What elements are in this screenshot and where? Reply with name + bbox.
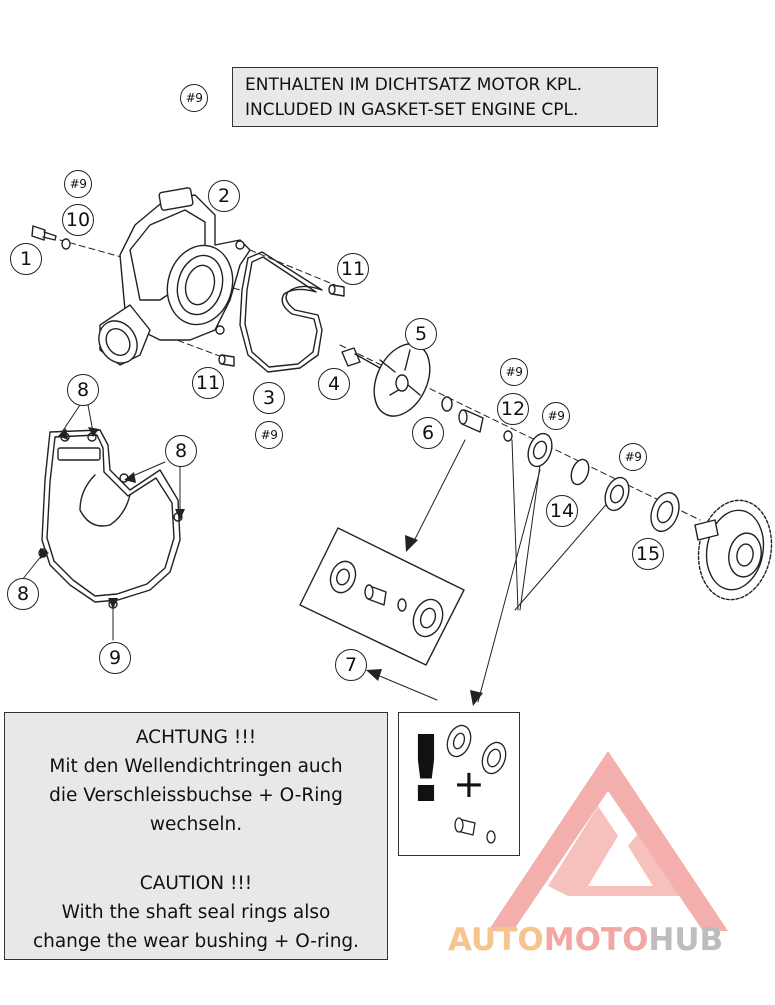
repair-kit-box — [299, 527, 465, 666]
callout-14: 14 — [546, 495, 578, 527]
callout-2: 2 — [208, 180, 240, 212]
caution-line-de-3: wechseln. — [149, 814, 243, 835]
watermark-logo — [488, 751, 728, 931]
callout-8-left: 8 — [7, 578, 39, 610]
pump-cover-part — [98, 187, 251, 366]
gasket-set-note: ENTHALTEN IM DICHTSATZ MOTOR KPL. INCLUD… — [232, 67, 658, 127]
reference-9-seal: #9 — [542, 402, 570, 430]
callout-11-lower: 11 — [192, 367, 224, 399]
caution-title-en: CAUTION !!! — [139, 873, 253, 894]
gasket-part — [239, 251, 323, 373]
callout-6: 6 — [412, 417, 444, 449]
callout-15: 15 — [632, 538, 664, 570]
caution-line-de-2: die Verschleissbuchse + O-Ring — [49, 785, 343, 806]
watermark-moto: MOTO — [543, 922, 649, 958]
exclamation-mark: ! — [405, 716, 447, 823]
screw-part — [218, 284, 345, 367]
callout-11-upper: 11 — [337, 253, 369, 285]
caution-line-en-2: change the wear bushing + O-ring. — [32, 931, 360, 952]
callout-4: 4 — [318, 368, 350, 400]
caution-title-de: ACHTUNG !!! — [135, 727, 257, 748]
bearing-part — [650, 491, 680, 533]
callout-8-top: 8 — [67, 374, 99, 406]
callout-12: 12 — [497, 393, 529, 425]
reference-9-bolt: #9 — [64, 170, 92, 198]
caution-line-de-1: Mit den Wellendichtringen auch — [49, 756, 343, 777]
gear-part — [694, 499, 773, 601]
callout-7: 7 — [335, 649, 367, 681]
replacement-parts-box: ! + — [398, 712, 520, 856]
replacement-parts-icons — [446, 724, 507, 844]
callout-3: 3 — [253, 382, 285, 414]
callout-8-right: 8 — [165, 435, 197, 467]
plus-sign: + — [453, 762, 485, 806]
callout-9: 9 — [99, 642, 131, 674]
watermark-auto: AUTO — [448, 922, 544, 958]
bolt-part — [31, 225, 71, 250]
reference-9-gasket: #9 — [255, 421, 283, 449]
note-line-en: INCLUDED IN GASKET-SET ENGINE CPL. — [245, 100, 579, 120]
shaft-seal-part — [527, 432, 630, 512]
leader-lines — [21, 239, 701, 703]
watermark-hub: HUB — [648, 922, 724, 958]
callout-5: 5 — [405, 318, 437, 350]
reference-9-seal-2: #9 — [619, 443, 647, 471]
callout-10: 10 — [62, 204, 94, 236]
callout-1: 1 — [10, 243, 42, 275]
caution-note: ACHTUNG !!! Mit den Wellendichtringen au… — [4, 712, 388, 960]
gasket-set-reference: #9 — [180, 84, 208, 112]
reference-9-oring: #9 — [500, 358, 528, 386]
bushing-part — [441, 396, 513, 442]
watermark-text: AUTOMOTOHUB — [448, 922, 723, 958]
caution-line-en-1: With the shaft seal rings also — [61, 902, 331, 923]
cover-gasket-outline — [38, 429, 183, 609]
note-line-de: ENTHALTEN IM DICHTSATZ MOTOR KPL. — [245, 75, 583, 95]
